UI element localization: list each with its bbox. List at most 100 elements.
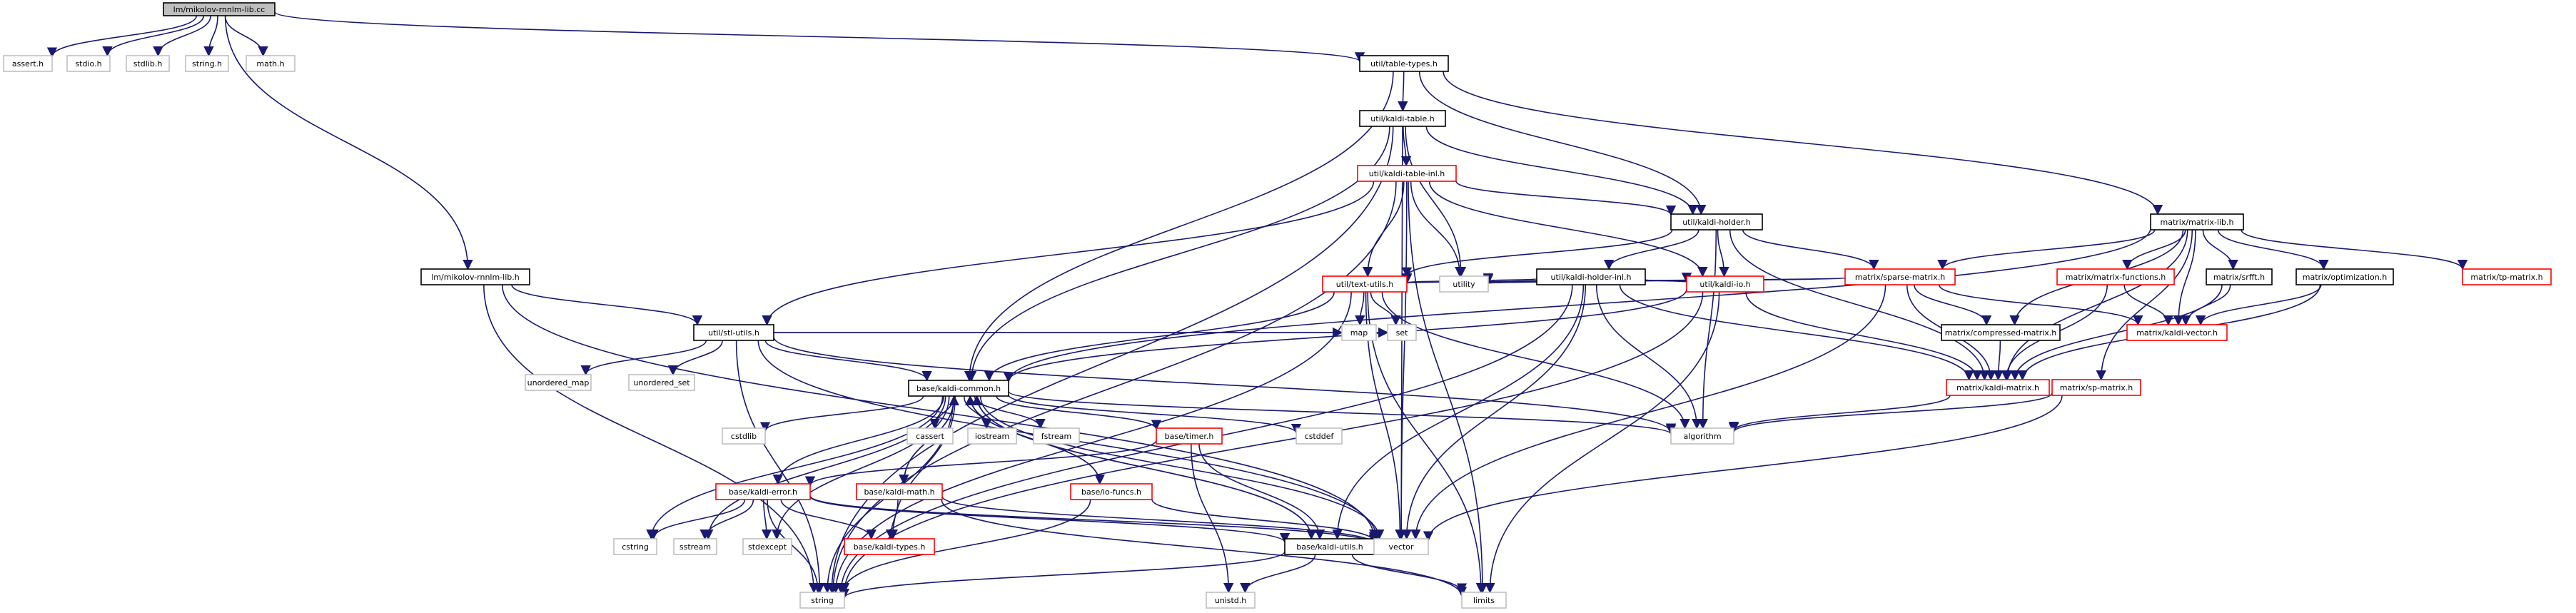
node-algorithm: algorithm	[1670, 427, 1734, 445]
node-label: util/table-types.h	[1370, 59, 1438, 69]
node-kaldi-table[interactable]: util/kaldi-table.h	[1359, 110, 1446, 127]
node-box	[3, 55, 53, 72]
node-stdlib-h: stdlib.h	[126, 55, 170, 72]
node-set: set	[1387, 324, 1417, 341]
node-tp-matrix[interactable]: matrix/tp-matrix.h	[2462, 268, 2552, 285]
node-kaldi-error[interactable]: base/kaldi-error.h	[715, 483, 811, 500]
edge-text_utils-to-set	[1370, 291, 1401, 326]
node-box	[1387, 324, 1417, 341]
node-box	[856, 483, 943, 500]
edge-kaldi_common-to-sstream	[703, 395, 946, 540]
node-kaldi-utils[interactable]: base/kaldi-utils.h	[1284, 538, 1375, 555]
node-label: cstring	[622, 542, 649, 552]
edge-kaldi_utils-to-limits	[1351, 554, 1468, 594]
node-box	[906, 427, 954, 445]
edge-kaldi_table-to-kaldi_holder	[1425, 126, 1698, 216]
node-kaldi-matrix[interactable]: matrix/kaldi-matrix.h	[1946, 379, 2050, 396]
node-label: math.h	[256, 59, 284, 69]
node-label: base/kaldi-error.h	[729, 487, 797, 497]
node-label: base/kaldi-types.h	[854, 542, 926, 552]
node-mikolov-h[interactable]: lm/mikolov-rnnlm-lib.h	[420, 268, 530, 285]
node-box	[1156, 427, 1223, 445]
node-kaldi-types[interactable]: base/kaldi-types.h	[844, 538, 935, 555]
node-root[interactable]: lm/mikolov-rnnlm-lib.cc	[163, 2, 276, 16]
node-label: util/text-utils.h	[1336, 280, 1393, 289]
node-label: matrix/kaldi-matrix.h	[1956, 383, 2039, 392]
edge-kaldi_table-to-utility	[1405, 126, 1467, 278]
node-kaldi-holder[interactable]: util/kaldi-holder.h	[1670, 213, 1763, 230]
node-label: lm/mikolov-rnnlm-lib.h	[431, 273, 520, 282]
node-box	[2056, 268, 2175, 285]
node-fstream: fstream	[1033, 427, 1080, 445]
node-label: matrix/kaldi-vector.h	[2136, 328, 2218, 338]
node-limits: limits	[1461, 592, 1507, 609]
node-label: unordered_map	[527, 378, 590, 387]
edge-sp_matrix-to-algorithm	[1729, 392, 2053, 434]
edge-text_utils-to-string	[830, 291, 1352, 594]
node-optimization[interactable]: matrix/optimization.h	[2295, 268, 2394, 285]
node-kaldi-vector[interactable]: matrix/kaldi-vector.h	[2126, 324, 2228, 341]
edge-kaldi_common-to-algorithm	[1008, 390, 1676, 435]
edge-kaldi_matrix-to-algorithm	[1728, 395, 1951, 432]
node-label: lm/mikolov-rnnlm-lib.cc	[173, 5, 266, 14]
node-stl-utils[interactable]: util/stl-utils.h	[693, 324, 774, 341]
node-stdexcept: stdexcept	[742, 538, 792, 555]
node-sparse-matrix[interactable]: matrix/sparse-matrix.h	[1844, 268, 1956, 285]
node-kaldi-common[interactable]: base/kaldi-common.h	[908, 380, 1009, 397]
node-kaldi-table-inl[interactable]: util/kaldi-table-inl.h	[1357, 165, 1457, 182]
edge-kaldi_math-to-vector	[941, 496, 1379, 545]
edge-kaldi_common-to-timer	[996, 395, 1162, 430]
edge-timer-to-kaldi_error	[804, 440, 1157, 487]
node-box	[420, 268, 530, 285]
edge-kaldi_common-to-vector	[979, 395, 1385, 540]
node-label: sstream	[680, 542, 711, 552]
node-box	[2462, 268, 2552, 285]
node-kaldi-math[interactable]: base/kaldi-math.h	[856, 483, 943, 500]
edge-compressed_matrix-to-kaldi_matrix	[1993, 340, 2004, 381]
edge-root-to-table_types	[274, 11, 1365, 63]
node-text-utils[interactable]: util/text-utils.h	[1322, 275, 1408, 293]
edge-srfft-to-kaldi_matrix	[2009, 284, 2223, 381]
node-box	[844, 538, 935, 555]
node-box	[715, 483, 811, 500]
node-kaldi-holder-inl[interactable]: util/kaldi-holder-inl.h	[1536, 268, 1646, 285]
edge-kaldi_utils-to-unistd_h	[1240, 554, 1316, 594]
node-box	[1670, 213, 1763, 230]
edge-stl_utils-to-algorithm	[773, 336, 1676, 434]
node-table-types[interactable]: util/table-types.h	[1359, 55, 1449, 72]
node-iostream: iostream	[967, 427, 1017, 445]
node-label: cstdlib	[731, 432, 757, 441]
node-box	[2150, 213, 2244, 230]
node-cstring: cstring	[613, 538, 657, 555]
edge-kaldi_table_inl-to-vector	[1395, 181, 1408, 540]
node-box	[908, 380, 1009, 397]
edge-sparse_matrix-to-vector	[1410, 284, 1886, 540]
node-label: util/kaldi-table-inl.h	[1369, 169, 1445, 178]
edge-kaldi_table_inl-to-kaldi_io	[1428, 181, 1708, 278]
node-box	[613, 538, 657, 555]
node-timer[interactable]: base/timer.h	[1156, 427, 1223, 445]
edge-kaldi_holder_inl-to-vector	[1401, 284, 1587, 540]
node-box	[967, 427, 1017, 445]
node-assert-h: assert.h	[3, 55, 53, 72]
node-label: algorithm	[1683, 432, 1721, 441]
node-sp-matrix[interactable]: matrix/sp-matrix.h	[2051, 379, 2141, 396]
edge-kaldi_common-to-cstddef	[1008, 394, 1302, 435]
node-matrix-lib[interactable]: matrix/matrix-lib.h	[2150, 213, 2244, 230]
edge-optimization-to-kaldi_vector	[2196, 284, 2322, 326]
edge-sparse_matrix-to-compressed_matrix	[1914, 284, 1992, 326]
node-box	[1844, 268, 1956, 285]
node-compressed-matrix[interactable]: matrix/compressed-matrix.h	[1941, 324, 2061, 341]
edge-kaldi_table_inl-to-kaldi_holder	[1455, 181, 1677, 216]
node-io-funcs[interactable]: base/io-funcs.h	[1070, 483, 1153, 500]
node-box	[1461, 592, 1507, 609]
node-kaldi-io[interactable]: util/kaldi-io.h	[1686, 275, 1764, 293]
node-box	[1670, 427, 1734, 445]
node-matrix-functions[interactable]: matrix/matrix-functions.h	[2056, 268, 2175, 285]
edge-kaldi_holder-to-kaldi_matrix	[1729, 229, 1990, 381]
node-label: string	[811, 596, 834, 605]
edge-kaldi_holder_inl-to-kaldi_utils	[1332, 284, 1585, 540]
node-srfft[interactable]: matrix/srfft.h	[2206, 268, 2273, 285]
